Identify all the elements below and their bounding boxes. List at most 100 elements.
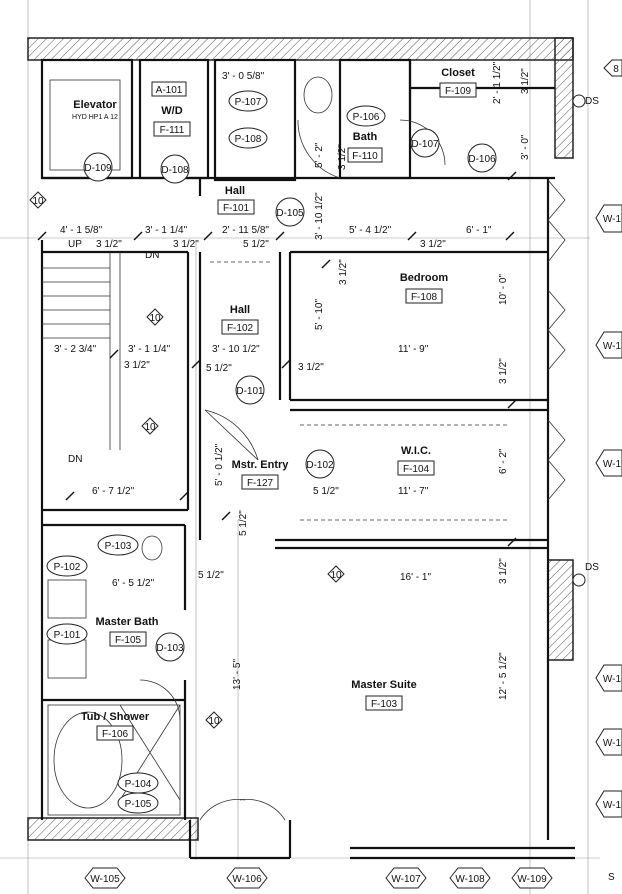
dim-27: 5 1/2" <box>206 363 232 374</box>
tag-w107: W-107 <box>391 874 421 885</box>
tag-w-right-6: W-1 <box>603 800 622 811</box>
tag-w-right-5: W-1 <box>603 738 622 749</box>
tag-elev-1: 10 <box>32 196 44 207</box>
room-hall-2-tag: F-102 <box>227 323 254 334</box>
dim-42: DS <box>585 96 599 107</box>
dim-35: 6' - 7 1/2" <box>92 486 135 497</box>
dim-30: DN <box>68 454 82 465</box>
dim-41: DS <box>585 562 599 573</box>
tag-p104: P-104 <box>125 779 152 790</box>
dim-1: 3' - 0 5/8" <box>222 71 265 82</box>
room-master-bath: Master Bath <box>96 616 159 628</box>
room-wd: W/D <box>161 105 182 117</box>
dim-29: 3 1/2" <box>498 358 509 384</box>
room-bedroom-tag: F-108 <box>411 292 438 303</box>
dim-7: 4' - 1 5/8" <box>60 225 103 236</box>
room-wd-tag: F-111 <box>160 125 185 136</box>
room-hall-2: Hall <box>230 304 250 316</box>
dimension-ticks <box>37 171 517 547</box>
dim-33: 11' - 7" <box>398 486 429 497</box>
dim-43: 13' - 5" <box>232 659 243 690</box>
dim-38: 5 1/2" <box>198 570 224 581</box>
dim-9: 2' - 11 5/8" <box>222 225 269 236</box>
dim-2: 2' - 1 1/2" <box>492 61 503 104</box>
room-master-suite-tag: F-103 <box>371 699 398 710</box>
tag-d107: D-107 <box>411 139 439 150</box>
exterior-walls <box>27 37 574 841</box>
room-master-bath-tag: F-105 <box>115 635 142 646</box>
tag-w-right-1: W-1 <box>603 214 622 225</box>
room-master-suite: Master Suite <box>351 679 416 691</box>
dim-26: 3 1/2" <box>124 360 150 371</box>
dim-11: 6' - 1" <box>466 225 492 236</box>
dim-22: 3' - 2 3/4" <box>54 344 97 355</box>
dim-18: DN <box>145 250 159 261</box>
dim-37: 6' - 5 1/2" <box>112 578 155 589</box>
tag-p107: P-107 <box>235 97 262 108</box>
fixtures <box>42 76 566 816</box>
dim-23: 3' - 1 1/4" <box>128 344 171 355</box>
dim-21: 5' - 10" <box>314 299 325 330</box>
dim-13: UP <box>68 239 82 250</box>
dim-19: 3 1/2" <box>338 259 349 285</box>
dim-32: 5 1/2" <box>313 486 339 497</box>
tag-w-right-3: W-1 <box>603 459 622 470</box>
room-hall-1-tag: F-101 <box>223 203 250 214</box>
tag-w109: W-109 <box>517 874 547 885</box>
tag-d109: D-109 <box>84 163 112 174</box>
tag-w106: W-106 <box>232 874 262 885</box>
dim-36: 5 1/2" <box>238 510 249 536</box>
room-bedroom: Bedroom <box>400 272 449 284</box>
tag-d106: D-106 <box>468 154 496 165</box>
tag-circles <box>46 90 586 814</box>
tag-p106: P-106 <box>353 112 380 123</box>
dim-28: 3 1/2" <box>298 362 324 373</box>
grid-lines <box>0 0 600 894</box>
room-mstr-entry-tag: F-127 <box>247 478 274 489</box>
dim-14: 3 1/2" <box>96 239 122 250</box>
tag-a101: A-101 <box>156 85 183 96</box>
elevation-diamonds <box>29 191 345 729</box>
dim-12: 3' - 10 1/2" <box>314 192 325 240</box>
dim-31: 5' - 0 1/2" <box>214 443 225 486</box>
tag-w105: W-105 <box>90 874 120 885</box>
dim-34: 6' - 2" <box>498 448 509 474</box>
tag-p101: P-101 <box>54 630 81 641</box>
tag-d105: D-105 <box>276 208 304 219</box>
room-mstr-entry: Mstr. Entry <box>232 459 290 471</box>
room-elevator-sub: HYD HP1 A 12 <box>72 114 118 121</box>
dim-8: 3' - 1 1/4" <box>145 225 188 236</box>
room-elevator: Elevator <box>73 99 117 111</box>
dimension-labels: 3' - 0 5/8" 2' - 1 1/2" 3 1/2" 3' - 0" 5… <box>54 61 615 883</box>
tag-elev-3: 10 <box>144 422 156 433</box>
dim-3: 3 1/2" <box>520 68 531 94</box>
tag-elev-4: 10 <box>330 570 342 581</box>
dim-4: 3' - 0" <box>520 134 531 160</box>
room-closet-tag: F-109 <box>445 86 472 97</box>
dim-40: 3 1/2" <box>498 558 509 584</box>
dim-44: 12' - 5 1/2" <box>498 652 509 700</box>
dim-20: 10' - 0" <box>498 274 509 305</box>
room-closet: Closet <box>441 67 475 79</box>
tag-d102: D-102 <box>306 460 334 471</box>
tag-d101: D-101 <box>236 386 264 397</box>
tag-boxes <box>96 81 477 741</box>
dim-45: S <box>608 872 615 883</box>
tag-p102: P-102 <box>54 562 81 573</box>
tag-labels: A-101 P-107 P-108 P-106 D-109 D-108 D-10… <box>32 64 621 885</box>
tag-w-right-4: W-1 <box>603 674 622 685</box>
dim-25: 11' - 9" <box>398 344 429 355</box>
dim-6: 3 1/2" <box>337 144 348 170</box>
room-bath: Bath <box>353 131 378 143</box>
tag-w-right-2: W-1 <box>603 341 622 352</box>
dim-5: 5' - 2" <box>314 142 325 168</box>
dim-16: 5 1/2" <box>243 239 269 250</box>
dim-24: 3' - 10 1/2" <box>212 344 260 355</box>
tag-p103: P-103 <box>105 541 132 552</box>
dim-10: 5' - 4 1/2" <box>349 225 392 236</box>
tag-p108: P-108 <box>235 134 262 145</box>
room-wic: W.I.C. <box>401 445 431 457</box>
tag-elev-2: 10 <box>149 313 161 324</box>
tag-d108: D-108 <box>161 165 189 176</box>
